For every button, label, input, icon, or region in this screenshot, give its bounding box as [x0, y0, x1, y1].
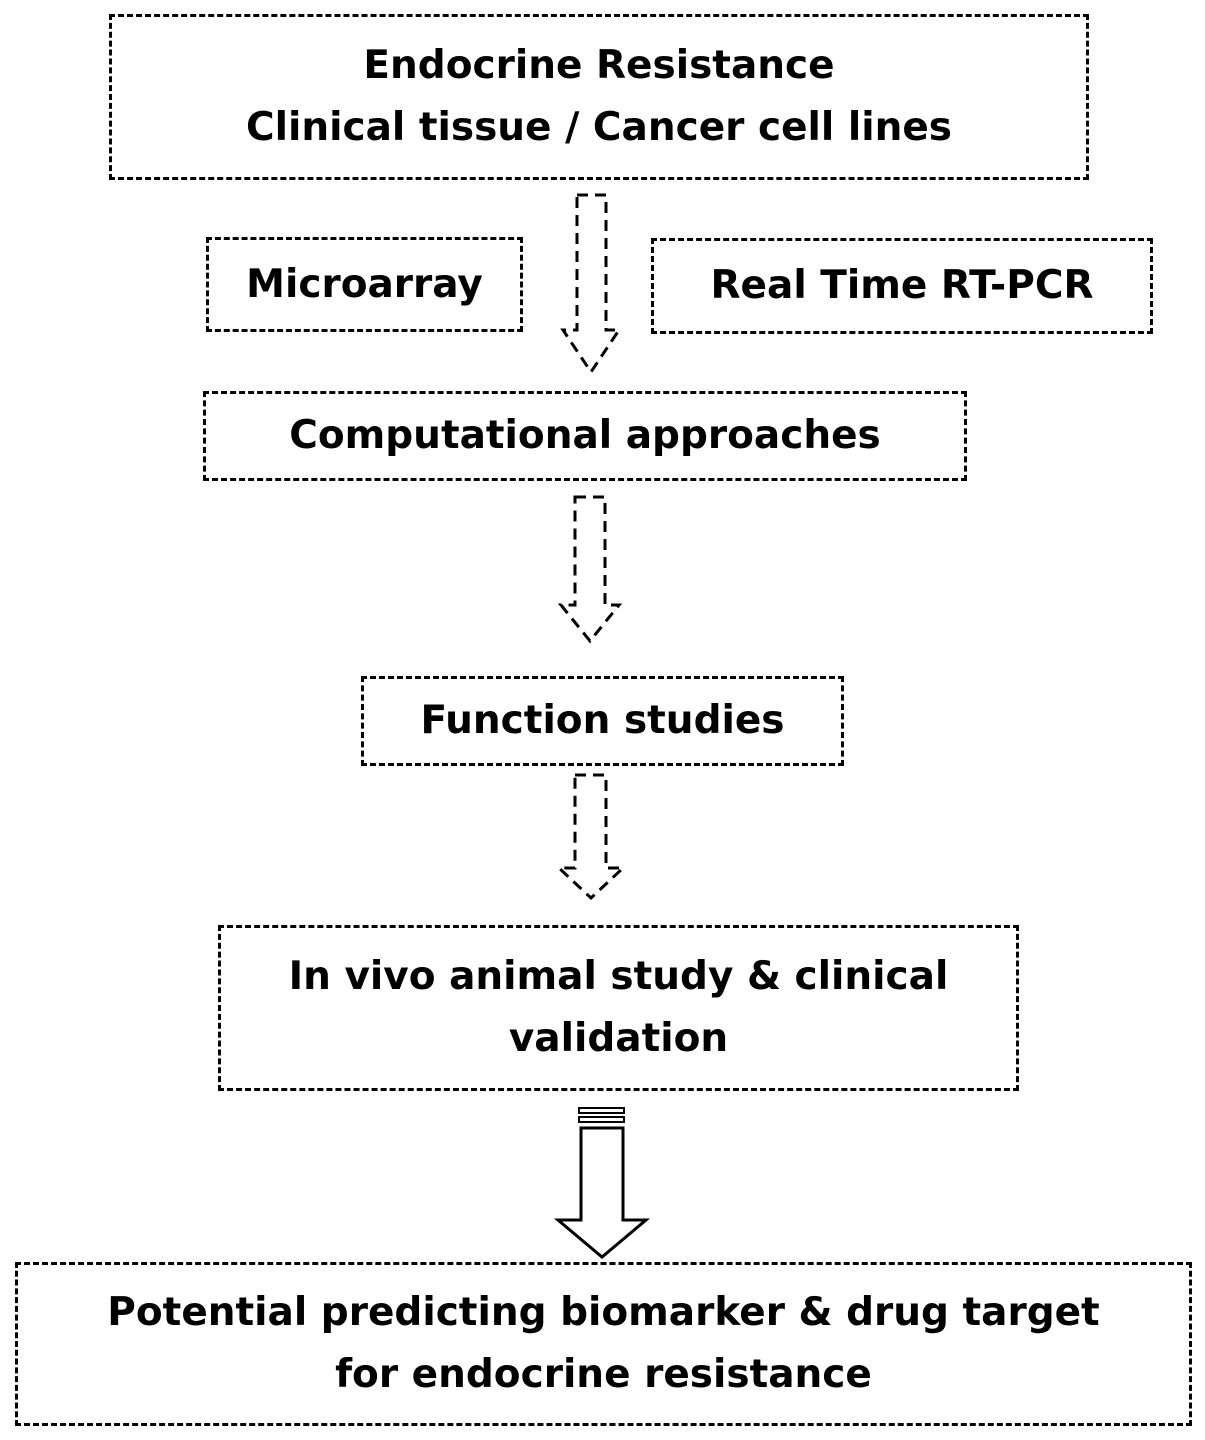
in-vivo-study-label: In vivo animal study & clinical — [288, 954, 949, 999]
endocrine-resistance-target-label: for endocrine resistance — [335, 1352, 872, 1397]
arrow-down-icon — [553, 1107, 651, 1259]
rt-pcr-box: Real Time RT-PCR — [651, 238, 1153, 334]
tissue-cell-lines-label: Clinical tissue / Cancer cell lines — [245, 105, 953, 150]
endocrine-resistance-label: Endocrine Resistance — [363, 43, 835, 88]
validation-label: validation — [508, 1016, 729, 1061]
biomarker-drug-target-label: Potential predicting biomarker & drug ta… — [107, 1290, 1100, 1335]
arrow-down-icon — [557, 495, 623, 644]
microarray-label: Microarray — [246, 261, 483, 307]
outcome-box: Potential predicting biomarker & drug ta… — [15, 1262, 1192, 1426]
endocrine-resistance-box: Endocrine Resistance Clinical tissue / C… — [109, 14, 1089, 180]
rt-pcr-label: Real Time RT-PCR — [710, 263, 1094, 308]
in-vivo-validation-box: In vivo animal study & clinical validati… — [218, 925, 1019, 1091]
function-studies-label: Function studies — [420, 698, 785, 743]
arrow-down-icon — [555, 773, 627, 901]
computational-approaches-box: Computational approaches — [203, 391, 967, 481]
microarray-box: Microarray — [206, 237, 523, 332]
computational-approaches-label: Computational approaches — [289, 413, 881, 458]
arrow-down-icon — [560, 193, 622, 375]
function-studies-box: Function studies — [361, 676, 844, 766]
